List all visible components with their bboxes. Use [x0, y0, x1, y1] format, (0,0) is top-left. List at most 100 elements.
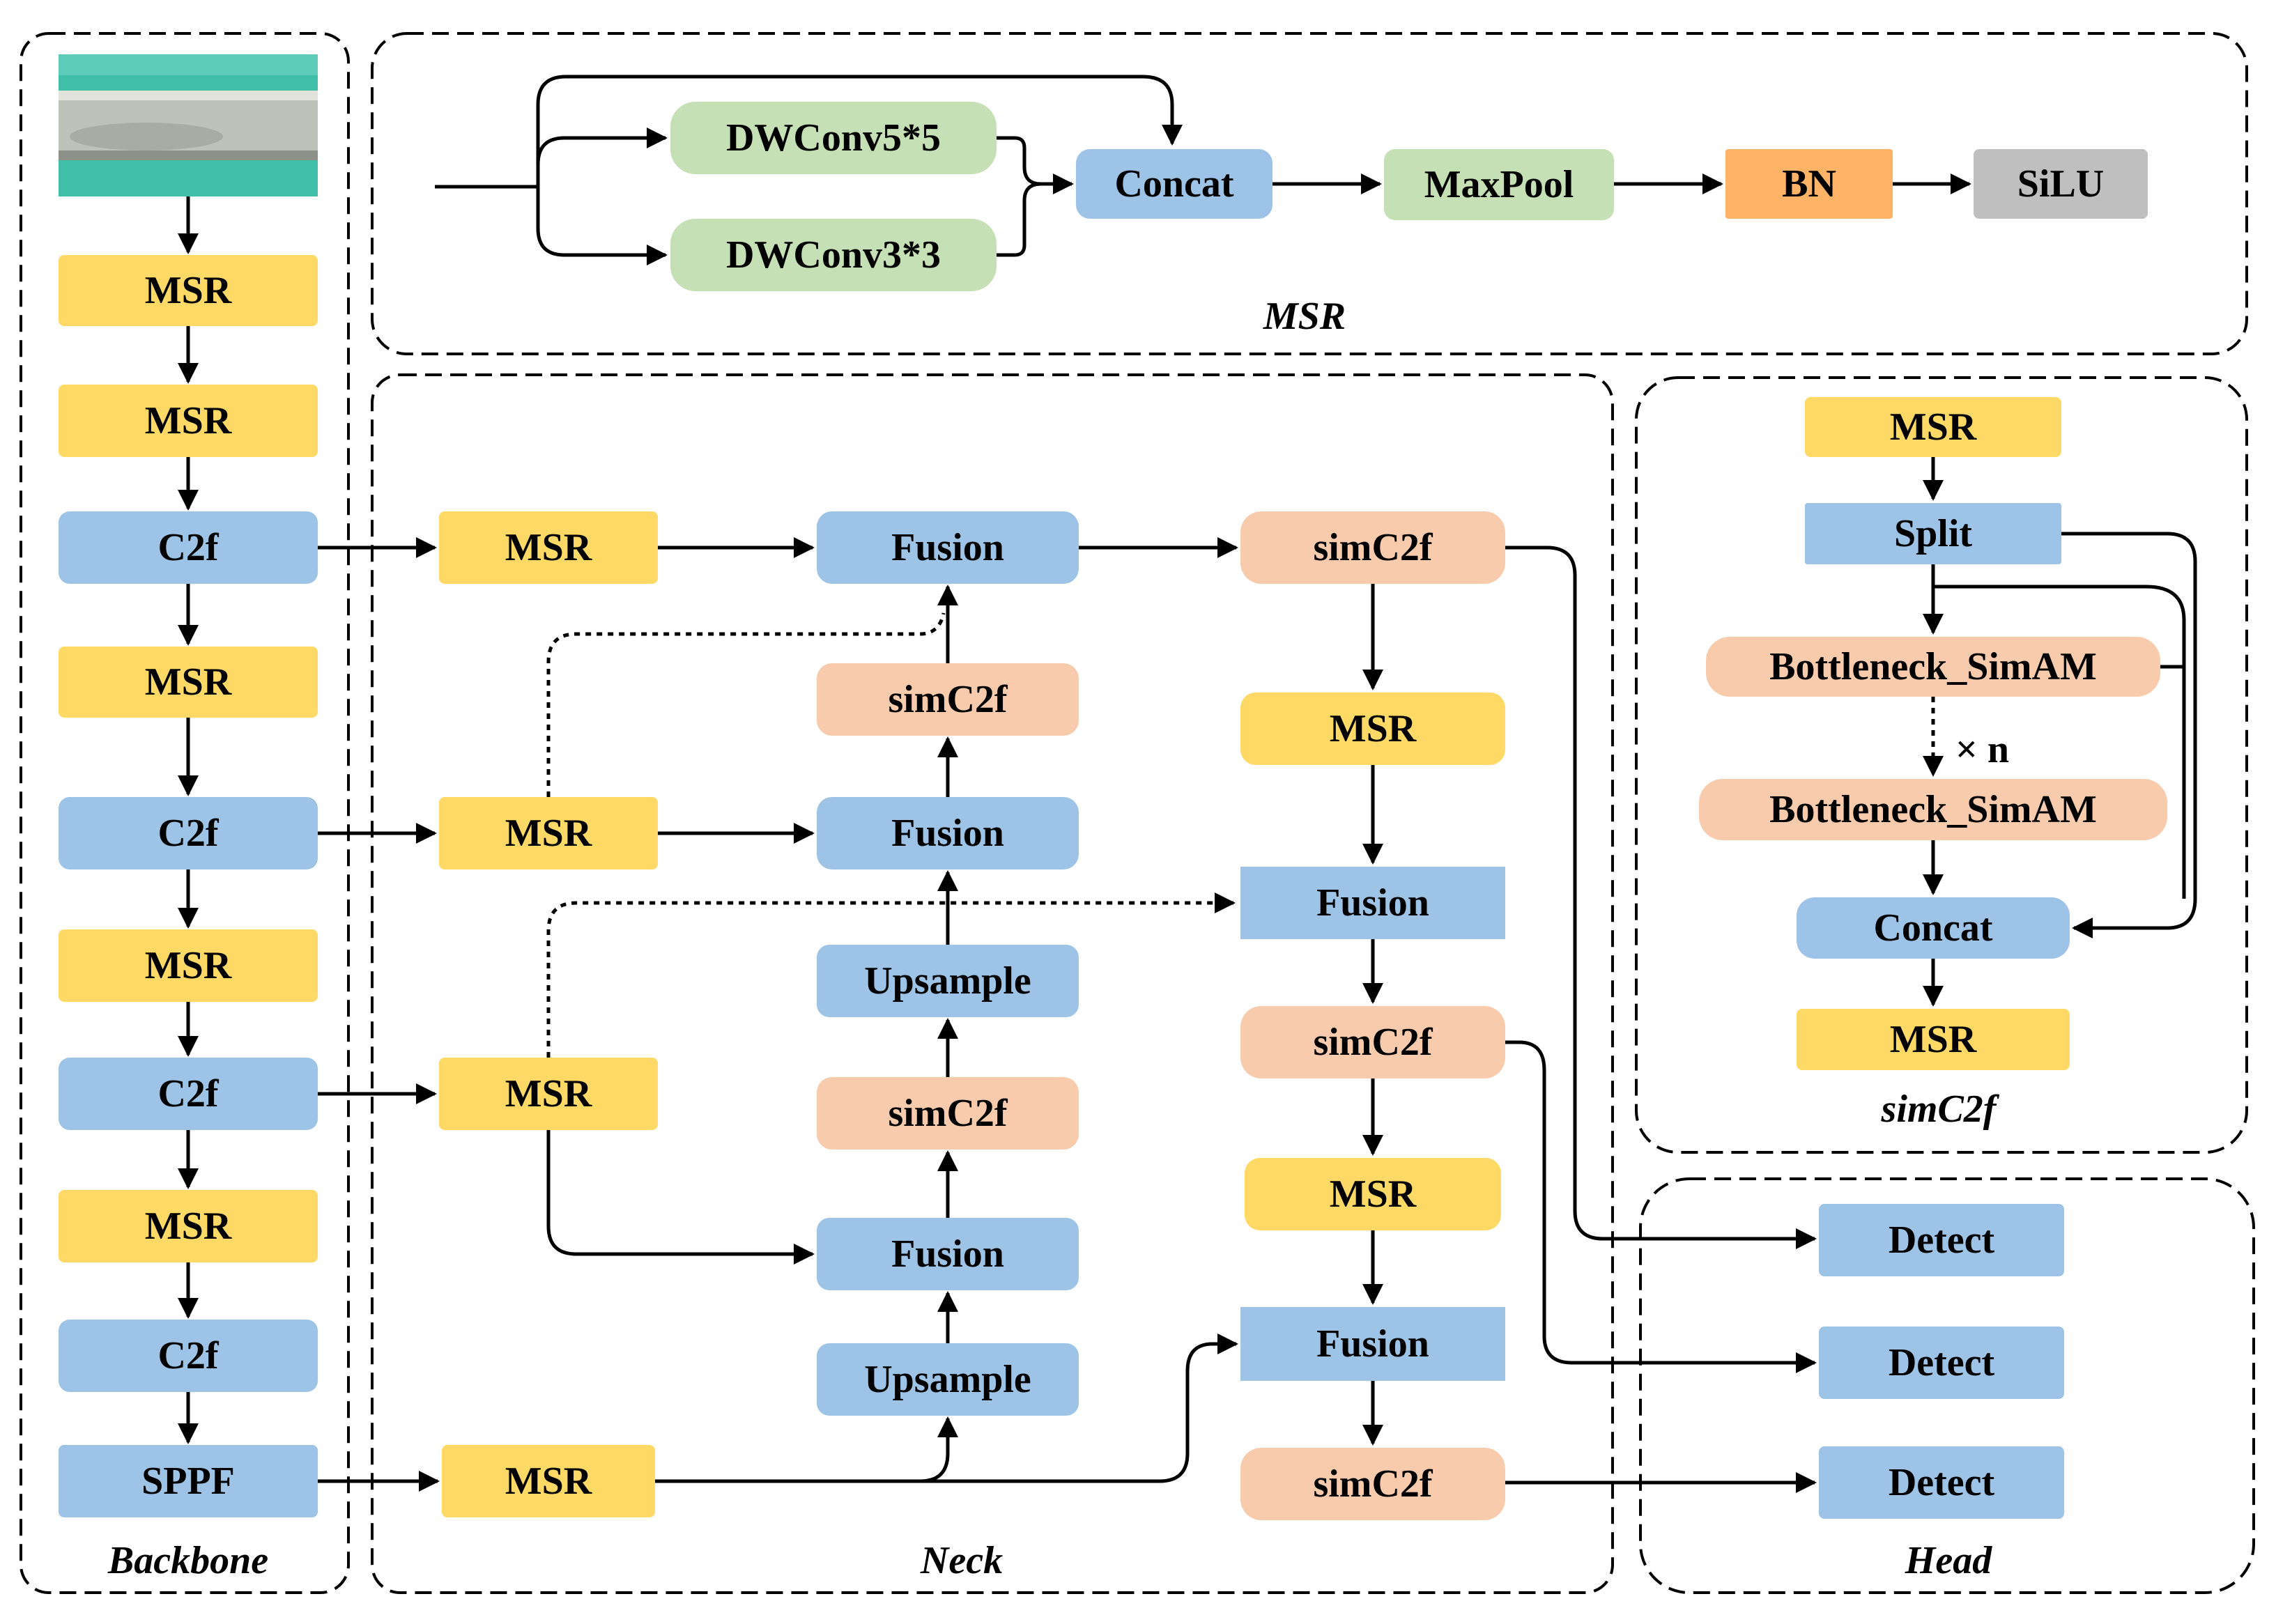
neck-simc2f-r1: simC2f	[1240, 511, 1505, 584]
backbone-block-msr-3: MSR	[59, 647, 318, 718]
neck-connectors	[318, 537, 1817, 1493]
backbone-block-c2f-4: C2f	[59, 1320, 318, 1392]
neck-fusion-r2: Fusion	[1240, 1307, 1505, 1381]
neck-fusion-1: Fusion	[817, 511, 1079, 584]
head-detect-3: Detect	[1819, 1446, 2064, 1519]
svg-text:simC2f: simC2f	[1313, 1021, 1433, 1064]
neck-msr-3: MSR	[439, 1058, 658, 1130]
neck-simc2f-r2: simC2f	[1240, 1006, 1505, 1078]
head-frame	[1639, 1177, 2255, 1594]
simc2f-frame	[1635, 376, 2248, 1154]
svg-text:Fusion: Fusion	[891, 1232, 1004, 1276]
svg-text:Fusion: Fusion	[891, 526, 1004, 569]
neck-upsample-2: Upsample	[817, 1343, 1079, 1416]
svg-text:C2f: C2f	[157, 812, 219, 855]
msr-maxpool-block: MaxPool	[1384, 149, 1614, 220]
svg-text:MSR: MSR	[145, 660, 232, 704]
backbone-block-msr-4: MSR	[59, 929, 318, 1002]
svg-text:Concat: Concat	[1114, 162, 1233, 206]
simc2f-section-title: simC2f	[1881, 1088, 2000, 1131]
neck-msr-1: MSR	[439, 511, 658, 584]
simc2f-msr-bottom: MSR	[1797, 1009, 2070, 1070]
svg-text:Bottleneck_SimAM: Bottleneck_SimAM	[1769, 645, 2097, 688]
svg-text:DWConv3*3: DWConv3*3	[726, 233, 941, 277]
svg-text:MSR: MSR	[145, 944, 232, 987]
neck-msr-r2: MSR	[1245, 1158, 1501, 1230]
svg-text:simC2f: simC2f	[888, 678, 1008, 721]
simc2f-bottleneck-2: Bottleneck_SimAM	[1699, 779, 2167, 840]
simc2f-msr-top: MSR	[1805, 397, 2061, 457]
svg-text:Detect: Detect	[1889, 1461, 1995, 1504]
backbone-block-msr-2: MSR	[59, 385, 318, 457]
neck-simc2f-r3: simC2f	[1240, 1448, 1505, 1520]
backbone-block-msr-1: MSR	[59, 255, 318, 326]
svg-text:MSR: MSR	[1890, 1018, 1977, 1061]
svg-text:Split: Split	[1894, 512, 1972, 555]
neck-fusion-r1: Fusion	[1240, 867, 1505, 939]
backbone-block-msr-5: MSR	[59, 1190, 318, 1262]
svg-text:MSR: MSR	[1330, 707, 1417, 750]
msr-dwconv3-block: DWConv3*3	[670, 219, 997, 291]
svg-text:MSR: MSR	[1890, 405, 1977, 449]
svg-text:Concat: Concat	[1873, 906, 1992, 950]
svg-text:MSR: MSR	[505, 1072, 592, 1115]
svg-text:Fusion: Fusion	[891, 812, 1004, 855]
neck-section-title: Neck	[920, 1539, 1003, 1582]
msr-silu-block: SiLU	[1974, 149, 2148, 219]
neck-msr-2: MSR	[439, 797, 658, 869]
svg-text:Upsample: Upsample	[864, 1358, 1031, 1401]
input-image	[59, 54, 318, 196]
simc2f-split: Split	[1805, 503, 2061, 564]
svg-text:Detect: Detect	[1889, 1219, 1995, 1262]
svg-text:simC2f: simC2f	[1313, 1462, 1433, 1506]
neck-fusion-3: Fusion	[817, 1218, 1079, 1290]
neck-upsample-1: Upsample	[817, 945, 1079, 1017]
svg-text:Detect: Detect	[1889, 1341, 1995, 1384]
svg-text:Upsample: Upsample	[864, 959, 1031, 1003]
svg-text:C2f: C2f	[157, 1334, 219, 1377]
svg-text:MSR: MSR	[505, 812, 592, 855]
svg-text:SiLU: SiLU	[2017, 162, 2105, 206]
svg-text:simC2f: simC2f	[1313, 526, 1433, 569]
msr-dwconv5-block: DWConv5*5	[670, 102, 997, 174]
svg-text:MSR: MSR	[1330, 1173, 1417, 1216]
backbone-section-title: Backbone	[107, 1539, 268, 1582]
svg-text:C2f: C2f	[157, 526, 219, 569]
backbone-block-sppf: SPPF	[59, 1445, 318, 1517]
msr-concat-block: Concat	[1076, 149, 1272, 219]
svg-text:MSR: MSR	[505, 1460, 592, 1503]
simc2f-concat: Concat	[1797, 897, 2070, 959]
svg-text:C2f: C2f	[157, 1072, 219, 1115]
backbone-frame	[20, 32, 350, 1594]
backbone-block-c2f-1: C2f	[59, 511, 318, 584]
head-detect-1: Detect	[1819, 1204, 2064, 1276]
backbone-block-c2f-3: C2f	[59, 1058, 318, 1130]
neck-frame	[371, 373, 1614, 1594]
head-detect-2: Detect	[1819, 1327, 2064, 1399]
svg-text:simC2f: simC2f	[888, 1092, 1008, 1135]
neck-simc2f-m1: simC2f	[817, 663, 1079, 736]
neck-simc2f-m2: simC2f	[817, 1077, 1079, 1150]
msr-detail-connectors	[435, 75, 1971, 265]
svg-text:MSR: MSR	[145, 399, 232, 442]
svg-text:DWConv5*5: DWConv5*5	[726, 116, 941, 160]
svg-text:MSR: MSR	[505, 526, 592, 569]
simc2f-repeat-label: × n	[1955, 728, 2009, 771]
svg-text:MaxPool: MaxPool	[1424, 163, 1574, 206]
neck-fusion-2: Fusion	[817, 797, 1079, 869]
simc2f-connectors	[1923, 457, 2197, 1007]
svg-text:Fusion: Fusion	[1316, 1322, 1429, 1366]
svg-text:MSR: MSR	[145, 1205, 232, 1248]
neck-msr-4: MSR	[442, 1445, 655, 1517]
svg-text:Bottleneck_SimAM: Bottleneck_SimAM	[1769, 788, 2097, 831]
backbone-block-c2f-2: C2f	[59, 797, 318, 869]
svg-text:MSR: MSR	[145, 269, 232, 312]
svg-text:SPPF: SPPF	[141, 1460, 235, 1503]
simc2f-bottleneck-1: Bottleneck_SimAM	[1706, 637, 2160, 697]
neck-msr-r1: MSR	[1240, 693, 1505, 765]
svg-text:Fusion: Fusion	[1316, 881, 1429, 925]
svg-text:BN: BN	[1782, 162, 1836, 206]
neck-dotted-connectors	[546, 612, 1236, 1058]
